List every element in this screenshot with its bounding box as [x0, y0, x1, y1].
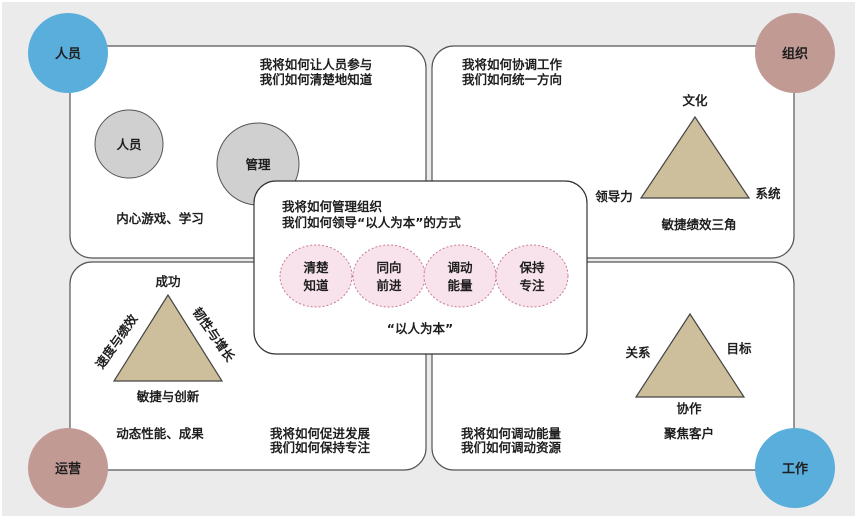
center-question-line1: 我将如何管理组织 [282, 199, 383, 214]
corner-label-top-right: 组织 [782, 46, 808, 62]
bl-triangle [112, 293, 224, 382]
center-pill-1-line2: 知道 [302, 278, 329, 293]
center-pill-1: 清楚 知道 [279, 244, 353, 308]
center-pill-3-line2: 能量 [447, 278, 473, 293]
corner-circle-bottom-left [28, 428, 108, 508]
tr-triangle [639, 115, 751, 199]
center-question-line2: 我们如何领导“以人为本”的方式 [282, 215, 461, 230]
tr-question-line2: 我们如何统一方向 [462, 72, 562, 87]
tr-triangle-top-label: 文化 [682, 93, 708, 108]
bl-triangle-top-label: 成功 [155, 274, 180, 289]
tr-triangle-left-label: 领导力 [595, 189, 633, 204]
tr-question-line1: 我将如何协调工作 [462, 57, 563, 72]
br-question-line2: 我们如何调动资源 [461, 440, 562, 455]
center-pill-1-shape [279, 244, 353, 308]
center-pill-3-line1: 调动 [447, 260, 473, 275]
tl-question-line2: 我们如何清楚地知道 [260, 72, 373, 87]
tl-caption: 内心游戏、学习 [116, 211, 204, 226]
br-triangle [634, 312, 746, 398]
tr-caption: 敏捷绩效三角 [660, 217, 736, 232]
bl-caption: 动态性能、成果 [116, 426, 204, 441]
center-pill-4: 保持 专注 [495, 244, 569, 308]
center-pill-4-line2: 专注 [519, 278, 545, 293]
circle-people [94, 109, 164, 179]
center-pill-3: 调动 能量 [423, 244, 497, 308]
br-caption: 聚焦客户 [663, 426, 714, 441]
circle-people-label: 人员 [116, 137, 142, 152]
center-pill-2-line1: 同向 [376, 260, 401, 275]
tl-question-line1: 我将如何让人员参与 [260, 57, 373, 72]
center-pill-2-line2: 前进 [376, 278, 402, 293]
corner-circle-top-left [28, 13, 108, 93]
corner-label-bottom-left: 运营 [55, 461, 81, 477]
circle-manage-label: 管理 [245, 157, 271, 172]
center-pill-2: 同向 前进 [352, 244, 426, 308]
bl-question-line1: 我将如何促进发展 [270, 426, 371, 441]
br-question-line1: 我将如何调动能量 [461, 426, 562, 441]
br-triangle-left-label: 关系 [625, 345, 651, 360]
br-triangle-bottom-label: 协作 [676, 401, 702, 416]
br-triangle-right-label: 目标 [726, 341, 752, 356]
center-footer: “以人为本” [387, 321, 453, 336]
corner-circle-top-right [755, 13, 835, 93]
center-pill-1-line1: 清楚 [303, 260, 329, 275]
bl-triangle-bottom-label: 敏捷与创新 [136, 389, 200, 404]
center-pill-4-shape [495, 244, 569, 308]
center-pill-2-shape [352, 244, 426, 308]
center-pill-3-shape [423, 244, 497, 308]
corner-circle-bottom-right [755, 428, 835, 508]
bl-question-line2: 我们如何保持专注 [270, 440, 371, 455]
tr-triangle-right-label: 系统 [755, 186, 781, 201]
center-pill-4-line1: 保持 [518, 260, 545, 275]
corner-label-bottom-right: 工作 [782, 461, 808, 477]
corner-label-top-left: 人员 [55, 46, 81, 62]
